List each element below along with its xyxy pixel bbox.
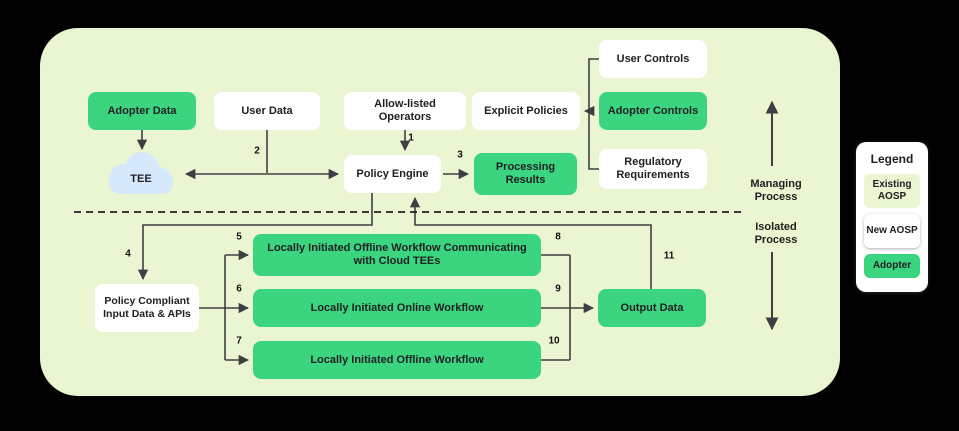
managing-process-label: Managing Process	[750, 178, 802, 203]
allow-listed-operators-box: Allow-listed Operators	[344, 92, 466, 130]
tee-label: TEE	[130, 173, 152, 185]
legend-existing-aosp-chip: Existing AOSP	[864, 174, 920, 208]
policy-compliant-input-box: Policy Compliant Input Data & APIs	[95, 284, 199, 332]
user-data-box: User Data	[214, 92, 320, 130]
step-number-6: 6	[236, 283, 242, 295]
legend-title: Legend	[870, 152, 914, 166]
policy-engine-box: Policy Engine	[344, 155, 441, 193]
user-controls-box: User Controls	[599, 40, 707, 78]
step-number-5: 5	[236, 231, 242, 243]
explicit-policies-box: Explicit Policies	[472, 92, 580, 130]
legend-adopter-chip: Adopter	[864, 254, 920, 278]
step-number-2: 2	[254, 145, 260, 157]
workflow-cloud-tees-box: Locally Initiated Offline Workflow Commu…	[253, 234, 541, 276]
workflow-online-box: Locally Initiated Online Workflow	[253, 289, 541, 327]
legend-panel: Legend Existing AOSP New AOSP Adopter	[856, 142, 928, 292]
step-number-9: 9	[555, 283, 561, 295]
adopter-data-box: Adopter Data	[88, 92, 196, 130]
workflow-offline-box: Locally Initiated Offline Workflow	[253, 341, 541, 379]
step-number-10: 10	[548, 335, 560, 347]
isolated-process-label: Isolated Process	[754, 221, 798, 246]
output-data-box: Output Data	[598, 289, 706, 327]
step-number-8: 8	[555, 231, 561, 243]
legend-new-aosp-chip: New AOSP	[864, 214, 920, 248]
step-number-7: 7	[236, 335, 242, 347]
adopter-controls-box: Adopter Controls	[599, 92, 707, 130]
processing-results-box: Processing Results	[474, 153, 577, 195]
step-number-4: 4	[125, 248, 131, 260]
regulatory-requirements-box: Regulatory Requirements	[599, 149, 707, 189]
step-number-1: 1	[408, 132, 414, 144]
step-number-11: 11	[663, 250, 675, 262]
step-number-3: 3	[457, 149, 463, 161]
